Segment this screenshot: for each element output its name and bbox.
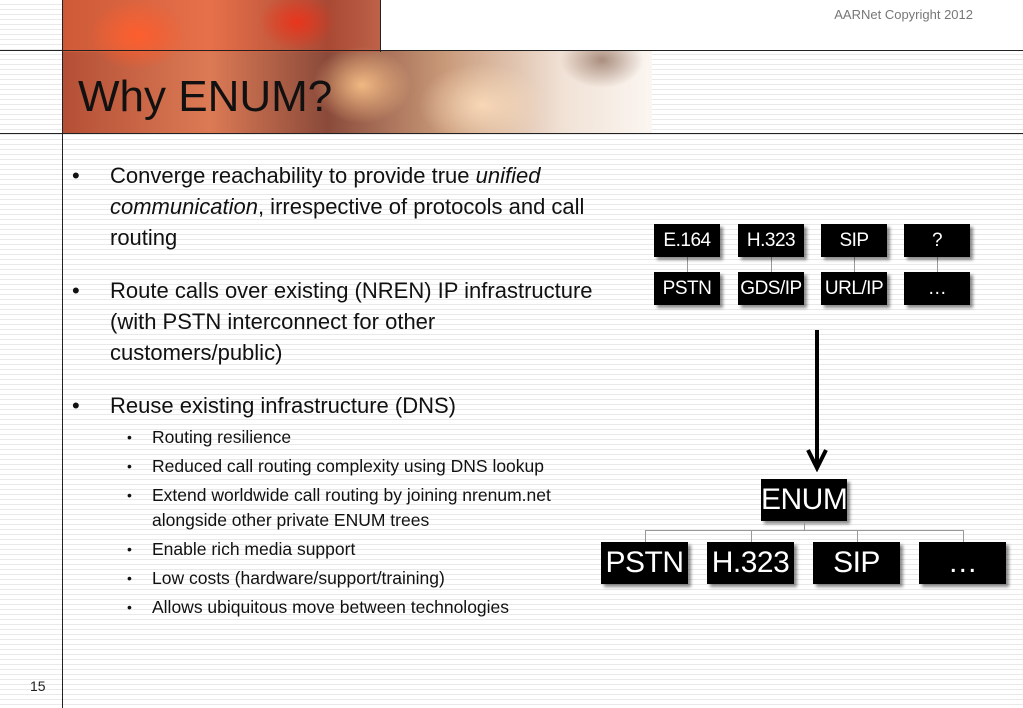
target-box-h323: H.323	[707, 542, 794, 584]
connector-line	[645, 530, 964, 531]
protocol-box-sip: SIP	[821, 224, 887, 257]
sub-bullet-item: • Low costs (hardware/support/training)	[72, 566, 612, 591]
sub-bullet-item: • Routing resilience	[72, 425, 572, 450]
sub-bullet-item: • Allows ubiquitous move between technolo…	[72, 595, 612, 620]
protocol-box-e164: E.164	[654, 224, 720, 257]
copyright-text: AARNet Copyright 2012	[834, 7, 973, 22]
header-divider	[380, 0, 381, 52]
network-box-pstn: PSTN	[654, 272, 720, 305]
sub-bullet-text: Extend worldwide call routing by joining…	[152, 485, 551, 530]
bullet-list: • Converge reachability to provide true …	[72, 160, 612, 620]
sub-bullet-text: Allows ubiquitous move between technolog…	[152, 597, 510, 617]
connector-line	[771, 257, 772, 272]
slide-title: Why ENUM?	[78, 72, 333, 121]
connector-line	[751, 530, 752, 542]
connector-line	[645, 530, 646, 542]
sub-bullet-item: • Enable rich media support	[72, 537, 572, 562]
bullet-item: • Converge reachability to provide true …	[72, 160, 612, 253]
sub-bullet-text: Low costs (hardware/support/training)	[152, 568, 445, 588]
down-arrow-icon	[806, 330, 828, 472]
bullet-text: Route calls over existing (NREN) IP infr…	[110, 278, 593, 365]
header-bottom-rule	[0, 133, 1023, 134]
connector-line	[963, 530, 964, 542]
network-box-url-ip: URL/IP	[821, 272, 887, 305]
left-rule	[62, 0, 63, 708]
protocol-box-h323: H.323	[738, 224, 804, 257]
protocol-box-unknown: ?	[904, 224, 970, 257]
header-top-rule	[0, 50, 1023, 51]
sub-bullet-text: Reduced call routing complexity using DN…	[152, 456, 545, 476]
bullet-dot: •	[127, 541, 132, 557]
bullet-dot: •	[72, 278, 80, 303]
bullet-emphasis: unified communication	[110, 163, 541, 219]
sub-bullet-text: Routing resilience	[152, 427, 292, 447]
bullet-dot: •	[127, 458, 132, 474]
connector-line	[937, 257, 938, 272]
connector-line	[854, 257, 855, 272]
bullet-text: , irrespective of protocols and call rou…	[110, 194, 585, 250]
bullet-text: Converge reachability to provide true	[110, 163, 476, 188]
connector-line	[804, 521, 805, 530]
network-box-gds-ip: GDS/IP	[738, 272, 804, 305]
enum-box: ENUM	[761, 479, 848, 521]
target-box-pstn: PSTN	[601, 542, 688, 584]
bullet-dot: •	[72, 393, 80, 418]
bullet-dot: •	[127, 429, 132, 445]
sub-bullet-text: Enable rich media support	[152, 539, 356, 559]
bullet-dot: •	[127, 570, 132, 586]
copyright-area	[380, 0, 1023, 50]
page-number: 15	[30, 678, 46, 694]
sub-bullet-item: • Extend worldwide call routing by joinin…	[72, 483, 572, 533]
bullet-dot: •	[127, 487, 132, 503]
target-box-more: …	[919, 542, 1006, 584]
bullet-dot: •	[127, 599, 132, 615]
network-box-more: …	[904, 272, 970, 305]
target-box-sip: SIP	[813, 542, 900, 584]
bullet-item: • Reuse existing infrastructure (DNS)	[72, 390, 612, 421]
sub-bullet-item: • Reduced call routing complexity using D…	[72, 454, 572, 479]
connector-line	[687, 257, 688, 272]
bullet-text: Reuse existing infrastructure (DNS)	[110, 393, 457, 418]
bullet-dot: •	[72, 163, 80, 188]
bullet-item: • Route calls over existing (NREN) IP in…	[72, 275, 612, 368]
connector-line	[857, 530, 858, 542]
